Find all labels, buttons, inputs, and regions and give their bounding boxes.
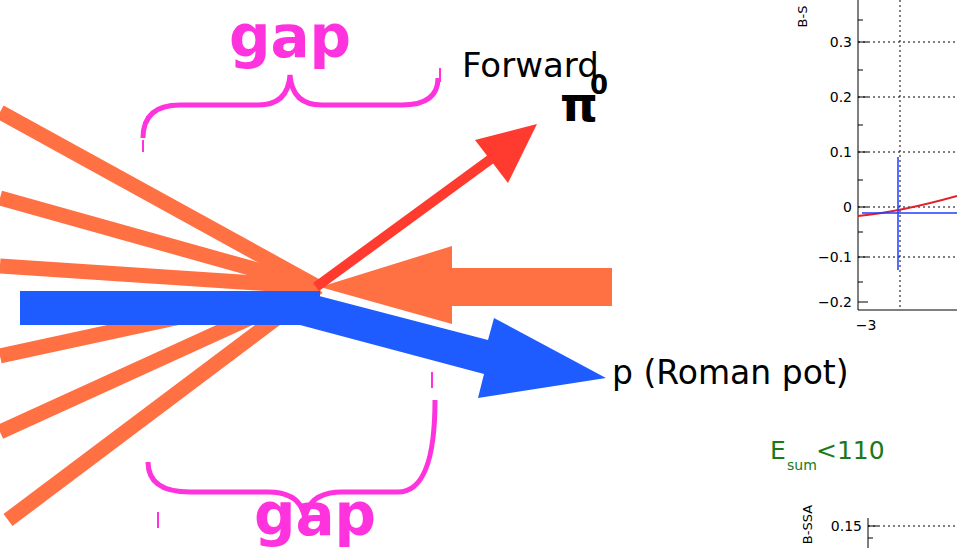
tick-label: −3 [856, 318, 877, 332]
tick-label: 0 [843, 200, 852, 214]
axis-title: B-SSA [802, 504, 815, 543]
gap-label: gap [254, 486, 376, 544]
tick-label: 0.3 [830, 35, 852, 49]
particle-label: Forward [462, 48, 599, 82]
axis-title: B-S [797, 5, 810, 27]
gap-label: gap [229, 8, 351, 66]
superscript: 0 [590, 72, 608, 98]
subscript: sum [787, 458, 817, 472]
plot-condition: E [770, 438, 786, 463]
tick-label: −0.2 [818, 295, 852, 309]
particle-label: p (Roman pot) [612, 356, 849, 389]
tick-label: 0.2 [830, 90, 852, 104]
tick-label: 0.15 [831, 519, 862, 533]
plot-condition: <110 [816, 438, 885, 463]
tick-label: 0.1 [830, 145, 852, 159]
tick-label: −0.1 [818, 250, 852, 264]
